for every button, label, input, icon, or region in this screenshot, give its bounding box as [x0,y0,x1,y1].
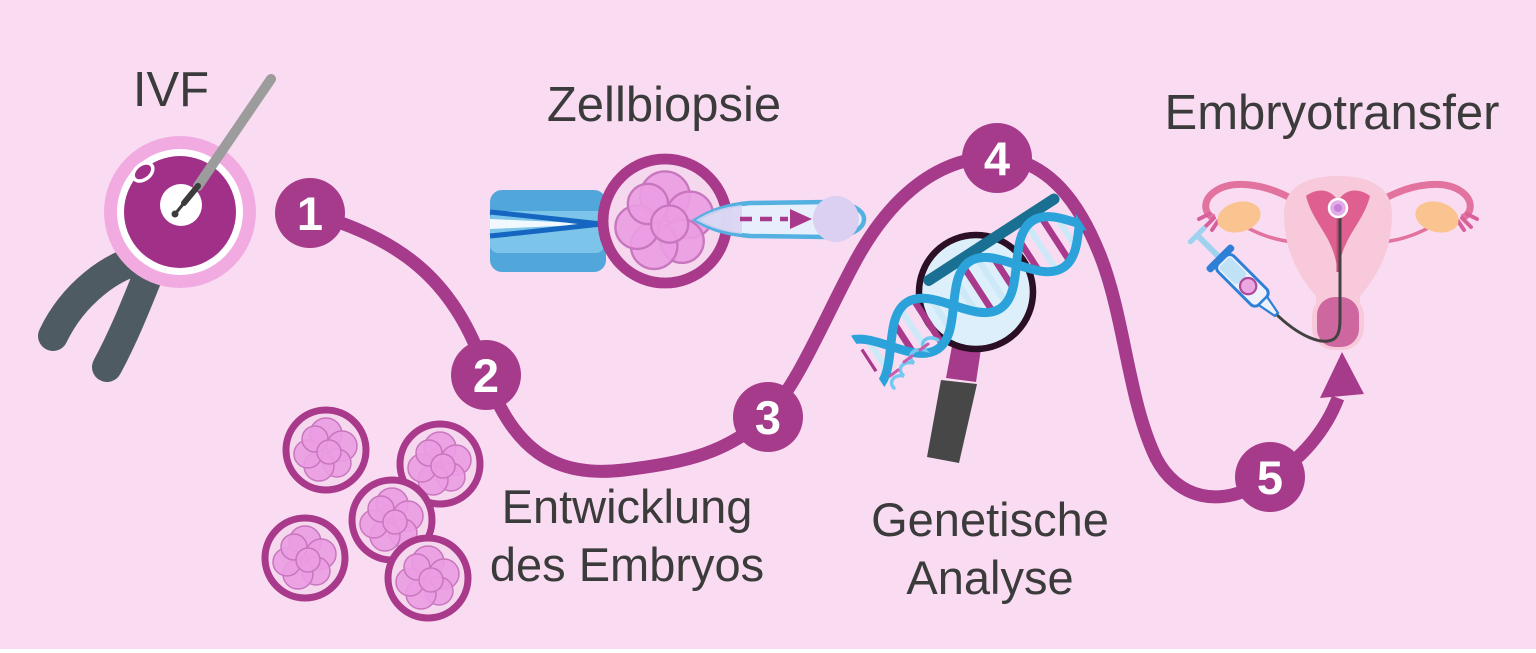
process-path [308,150,1364,504]
ovary-left [1217,201,1261,233]
label-ivf: IVF [133,63,209,117]
bottom-border [0,649,1536,653]
step-number-2: 2 [473,349,499,402]
process-path-line [308,150,1345,504]
syringe-icon [1187,225,1280,318]
label-entwicklung-line1: Entwicklung [502,480,753,533]
cell-biopsy-icon [489,159,867,283]
step-node-3: 3 [733,382,803,452]
label-genetische-line2: Analyse [906,551,1073,604]
egg-fertilization-icon [38,74,276,382]
injection-needle-icon [171,74,276,218]
step-number-5: 5 [1257,451,1283,504]
magnifier-handle-icon [927,380,977,463]
label-genetische-line1: Genetische [871,493,1109,546]
step-node-2: 2 [451,340,521,410]
step-number-1: 1 [297,187,323,240]
biopsy-arrow-head [790,209,812,229]
step-node-4: 4 [962,123,1032,193]
ovary-right [1415,201,1459,233]
step-node-1: 1 [275,178,345,248]
step-number-4: 4 [984,132,1010,185]
dna-tail-squiggle [888,336,940,390]
process-arrowhead-icon [1320,352,1364,398]
vagina-inner [1317,297,1359,347]
step-node-5: 5 [1235,442,1305,512]
label-entwicklung-line2: des Embryos [490,538,764,591]
holding-pipette-icon [489,190,606,272]
biopsy-pipette-icon [691,196,867,242]
magnifier-ferrule [946,346,981,382]
label-zellbiopsie: Zellbiopsie [547,78,781,132]
step-number-3: 3 [755,391,781,444]
transfer-catheter [1272,216,1342,343]
label-embryotransfer: Embryotransfer [1165,86,1500,140]
dna-helix-icon [839,175,1115,395]
uterus-embryo-transfer-icon [1187,176,1479,350]
dna-magnifier-icon [839,175,1115,463]
